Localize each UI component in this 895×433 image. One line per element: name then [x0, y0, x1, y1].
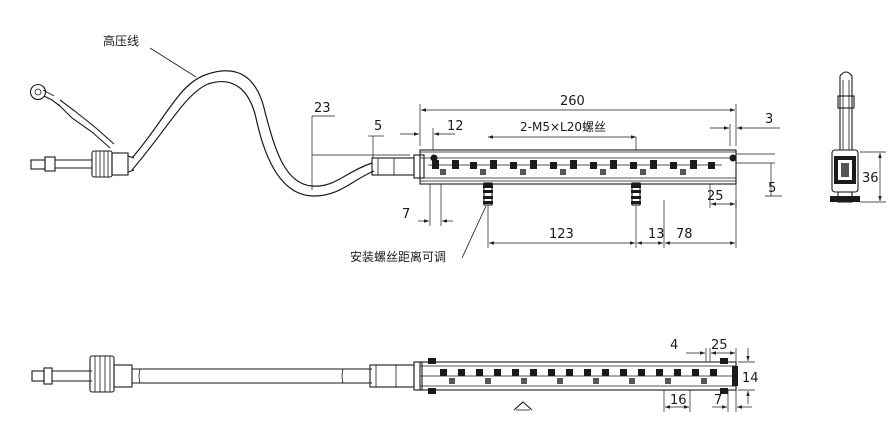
dim-label-23: 23 [314, 101, 331, 116]
dim-thread [488, 135, 637, 150]
dim-label-36: 36 [862, 171, 879, 186]
dim-23 [311, 115, 410, 190]
dim-label-5-right: 5 [768, 181, 776, 196]
label-screw-note: 安装螺丝距离可调 [350, 249, 446, 264]
dim-label-14: 14 [742, 371, 759, 386]
screw-note-leader [461, 205, 487, 259]
dim-123-13-78 [487, 200, 737, 248]
dim-label-25-bottom: 25 [711, 338, 728, 353]
label-thread-spec: 2-M5×L20螺丝 [520, 120, 606, 134]
dim-label-7-top: 7 [402, 207, 410, 222]
mounting-screw-left [483, 182, 493, 206]
dim-label-3: 3 [765, 112, 773, 127]
ion-bar-top [419, 149, 775, 185]
ring-terminal [29, 83, 115, 149]
dim-label-4: 4 [670, 338, 678, 353]
dim-label-5-top: 5 [374, 119, 382, 134]
label-cable: 高压线 [103, 33, 139, 48]
end-view [830, 71, 886, 203]
mounting-screw-right [631, 182, 641, 206]
dim-5-top [368, 135, 384, 158]
dim-label-260: 260 [560, 94, 585, 109]
dim-12 [400, 128, 455, 150]
dim-label-123: 123 [549, 227, 574, 242]
dim-label-25-top: 25 [707, 189, 724, 204]
dim-label-78: 78 [676, 227, 693, 242]
dim-260 [419, 104, 737, 146]
dim-5-right [765, 163, 782, 197]
top-view: 高压线 [29, 33, 782, 264]
cable-connector [30, 150, 135, 178]
high-voltage-cable [131, 47, 375, 197]
dim-3 [710, 124, 780, 146]
dim-label-16: 16 [670, 393, 687, 408]
dim-label-13: 13 [648, 227, 665, 242]
dim-label-12: 12 [447, 119, 464, 134]
side-view [31, 348, 755, 412]
dim-7-top [418, 184, 453, 226]
bar-cable-fitting [371, 154, 425, 179]
dim-label-7-bottom: 7 [714, 393, 722, 408]
